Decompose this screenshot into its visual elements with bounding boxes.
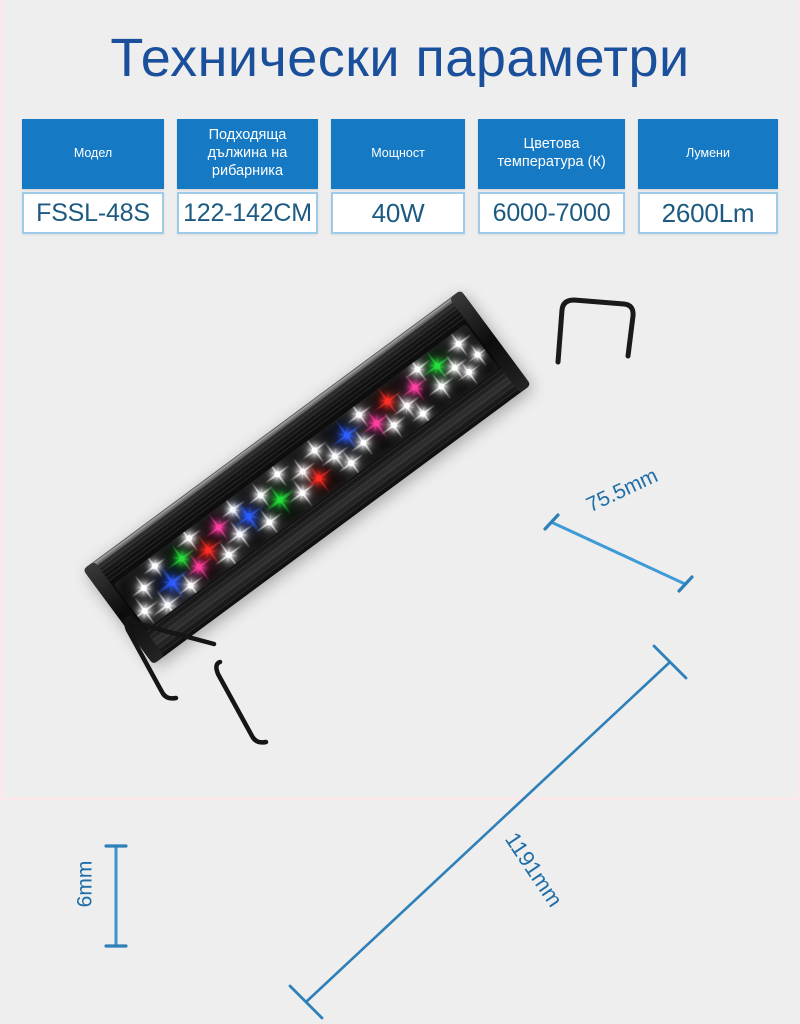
led-point bbox=[337, 450, 364, 476]
dimension-length: 1191mm bbox=[288, 644, 688, 1024]
led-point bbox=[446, 331, 472, 357]
led-point bbox=[301, 437, 328, 464]
spec-header-color-temperature: Цветова температура (К) bbox=[478, 119, 625, 189]
led-point bbox=[457, 360, 482, 385]
spec-column-power: Мощност 40W bbox=[330, 119, 466, 234]
led-point bbox=[205, 513, 233, 541]
led-point bbox=[255, 508, 283, 536]
led-point bbox=[264, 461, 291, 488]
spec-value-lumens: 2600Lm bbox=[637, 192, 778, 234]
spec-column-tank-length: Подходяща дължина на рибарника 122-142CM bbox=[176, 119, 318, 234]
dimension-width-label: 75.5mm bbox=[582, 464, 662, 517]
led-point bbox=[411, 401, 436, 426]
spec-header-color-temperature-label: Цветова температура (К) bbox=[497, 136, 606, 170]
led-point bbox=[192, 534, 225, 566]
led-point bbox=[288, 478, 317, 508]
spec-header-lumens-label: Лумени bbox=[686, 146, 730, 161]
spec-value-power: 40W bbox=[330, 192, 466, 234]
led-point bbox=[427, 372, 455, 400]
led-point bbox=[155, 565, 190, 600]
led-point bbox=[303, 463, 334, 494]
mounting-bracket-top bbox=[540, 290, 660, 385]
led-point bbox=[220, 497, 246, 522]
spec-header-tank-length-label: Подходяща дължина на рибарника bbox=[207, 127, 288, 179]
spec-header-power-label: Мощност bbox=[371, 146, 425, 161]
led-point bbox=[225, 519, 255, 549]
spec-header-lumens: Лумени bbox=[637, 119, 778, 189]
led-point bbox=[372, 387, 402, 416]
led-point bbox=[361, 408, 392, 439]
dimension-height: 6mm bbox=[73, 842, 138, 952]
led-point bbox=[232, 499, 266, 533]
led-point bbox=[289, 458, 317, 486]
led-point bbox=[400, 373, 430, 402]
led-point bbox=[143, 554, 167, 578]
led-point bbox=[177, 572, 204, 599]
spec-header-model: Модел bbox=[22, 119, 164, 189]
dimension-width: 75.5mm bbox=[543, 464, 705, 598]
led-point bbox=[213, 540, 243, 570]
led-point bbox=[393, 392, 421, 420]
led-point bbox=[346, 402, 372, 428]
spec-header-model-label: Модел bbox=[73, 146, 113, 161]
led-point bbox=[381, 412, 407, 439]
led-point bbox=[247, 482, 274, 509]
led-point bbox=[167, 544, 197, 574]
spec-column-color-temperature: Цветова температура (К) 6000-7000 bbox=[478, 119, 625, 234]
led-panel bbox=[113, 323, 500, 630]
led-point bbox=[404, 356, 431, 382]
spec-column-lumens: Лумени 2600Lm bbox=[637, 119, 778, 234]
led-point bbox=[184, 552, 214, 582]
led-point bbox=[466, 343, 490, 367]
spec-value-color-temperature: 6000-7000 bbox=[478, 192, 625, 234]
page-title: Технически параметри bbox=[110, 28, 690, 88]
spec-column-model: Модел FSSL-48S bbox=[22, 119, 164, 234]
led-point bbox=[320, 442, 350, 471]
spec-header-power: Мощност bbox=[330, 119, 466, 189]
spec-value-tank-length: 122-142CM bbox=[176, 192, 318, 234]
led-point bbox=[349, 429, 377, 457]
spec-table: Модел FSSL-48S Подходяща дължина на риба… bbox=[22, 119, 778, 234]
led-point bbox=[130, 575, 157, 602]
spec-value-model: FSSL-48S bbox=[22, 192, 164, 234]
led-point bbox=[175, 525, 202, 552]
led-point bbox=[421, 350, 452, 381]
led-point bbox=[331, 419, 363, 452]
spec-header-tank-length: Подходяща дължина на рибарника bbox=[176, 119, 318, 189]
led-point bbox=[265, 484, 296, 515]
product-illustration: 75.5mm 1191mm 6mm bbox=[0, 250, 800, 1020]
mounting-bracket-bottom bbox=[118, 600, 298, 750]
led-point bbox=[441, 355, 468, 381]
dimension-height-label: 6mm bbox=[73, 860, 97, 908]
